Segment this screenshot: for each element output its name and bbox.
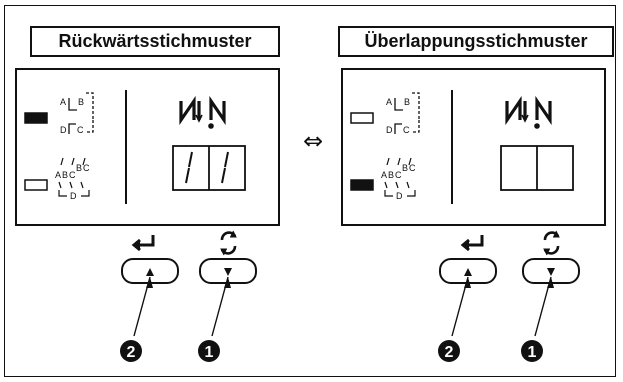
pattern-led-bottom xyxy=(350,179,374,191)
callout-number: 1 xyxy=(528,344,537,361)
pattern-letter: B xyxy=(388,170,394,180)
rotate-icon xyxy=(543,230,560,256)
pattern-letter: B xyxy=(402,163,408,173)
callout-1-right: 1 xyxy=(521,340,543,362)
button-2-right[interactable] xyxy=(439,235,497,284)
callout-number: 1 xyxy=(205,344,214,361)
pattern-letter: C xyxy=(403,125,410,135)
pattern-letter: A xyxy=(381,170,387,180)
callout-2-left: 2 xyxy=(120,340,142,362)
pattern-letter: A xyxy=(55,170,61,180)
pattern-letter: B xyxy=(62,170,68,180)
callout-2-right: 2 xyxy=(438,340,460,362)
pattern-letter: C xyxy=(77,125,84,135)
pattern-led-top xyxy=(350,112,374,124)
pattern-letter: B xyxy=(78,97,84,107)
reverse-pattern-top-glyph: A B D C xyxy=(386,92,420,135)
button-2-left[interactable] xyxy=(121,235,179,284)
button-1-left[interactable] xyxy=(199,230,257,284)
return-arrow-icon xyxy=(131,235,155,252)
callout-number: 2 xyxy=(127,344,136,361)
button-1-right[interactable] xyxy=(522,230,580,284)
pattern-letter: C xyxy=(409,163,416,173)
return-arrow-icon xyxy=(460,235,484,252)
pattern-letter: D xyxy=(60,125,67,135)
stitch-symbol-icon xyxy=(179,95,226,129)
callout-1-left: 1 xyxy=(198,340,220,362)
reverse-stitch-pattern-title: Rückwärtsstichmuster xyxy=(30,26,280,57)
switch-arrow-icon: ⇔ xyxy=(302,127,324,155)
pattern-letter: A xyxy=(60,97,66,107)
overlap-stitch-pattern-title: Überlappungsstichmuster xyxy=(338,26,614,57)
callout-number: 2 xyxy=(445,344,454,361)
pattern-letter: D xyxy=(386,125,393,135)
pattern-led-top xyxy=(24,112,48,124)
pattern-letter: C xyxy=(83,163,90,173)
overlap-pattern-bottom-glyph: A B C B C D xyxy=(55,157,90,201)
digit-1 xyxy=(185,151,229,184)
stitch-symbol-icon xyxy=(505,95,552,129)
pattern-letter: C xyxy=(395,170,402,180)
pattern-letter: B xyxy=(76,163,82,173)
pattern-letter: D xyxy=(396,191,403,201)
pattern-letter: B xyxy=(404,97,410,107)
reverse-pattern-top-glyph: A B D C xyxy=(60,92,94,135)
pattern-letter: D xyxy=(70,191,77,201)
overlap-pattern-bottom-glyph: A B C B C D xyxy=(381,157,416,201)
rotate-icon xyxy=(220,230,237,256)
pattern-letter: A xyxy=(386,97,392,107)
pattern-led-bottom xyxy=(24,179,48,191)
pattern-letter: C xyxy=(69,170,76,180)
